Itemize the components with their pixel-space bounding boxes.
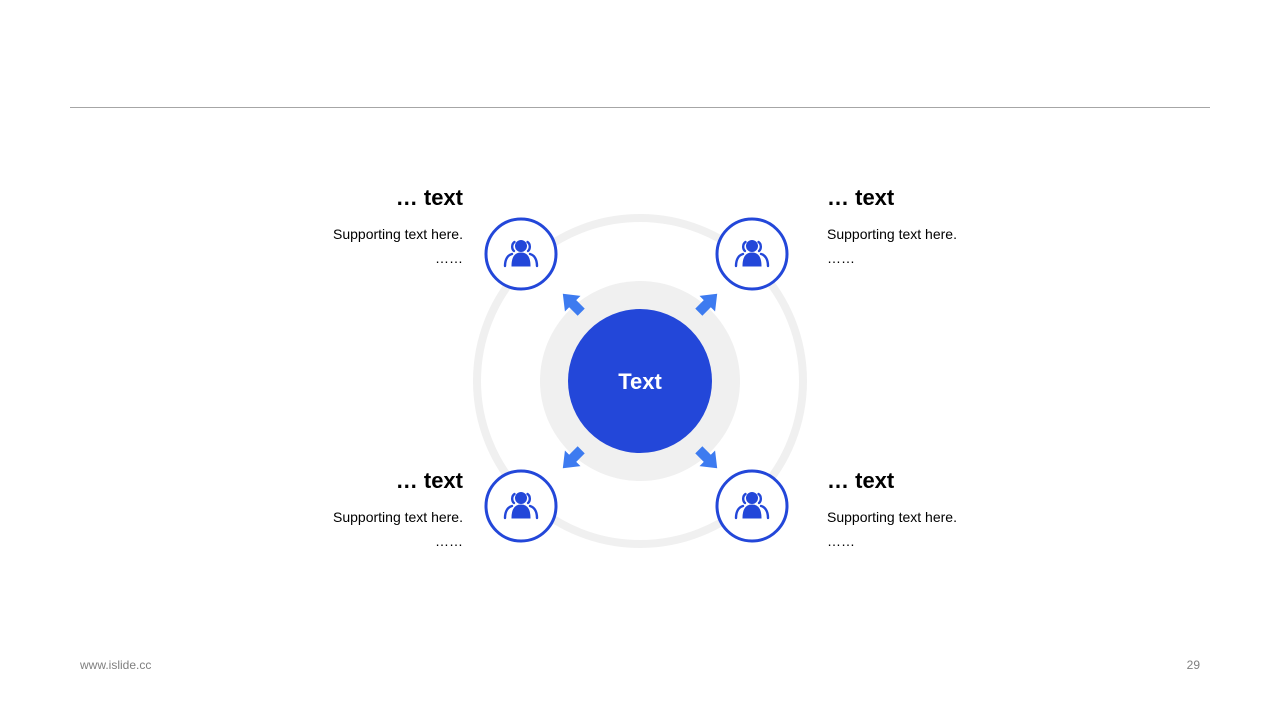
- item-desc-bottom-right: Supporting text here.: [827, 509, 957, 525]
- item-ellipsis-top-left: ……: [435, 250, 463, 266]
- outer-ring: [473, 214, 807, 548]
- center-circle: [568, 309, 712, 453]
- item-title-top-left: … text: [395, 185, 463, 210]
- top-divider: [70, 107, 1210, 108]
- node-top-right: [715, 217, 789, 291]
- center-label: Text: [618, 369, 662, 394]
- page-number: 29: [1186, 658, 1200, 672]
- item-desc-top-right: Supporting text here.: [827, 226, 957, 242]
- node-bottom-right: [715, 469, 789, 543]
- item-desc-bottom-left: Supporting text here.: [333, 509, 463, 525]
- footer-url: www.islide.cc: [80, 658, 152, 672]
- item-title-top-right: … text: [827, 185, 895, 210]
- item-ellipsis-top-right: ……: [827, 250, 855, 266]
- item-title-bottom-right: … text: [827, 468, 895, 493]
- item-ellipsis-bottom-left: ……: [435, 533, 463, 549]
- item-desc-top-left: Supporting text here.: [333, 226, 463, 242]
- node-top-left: [484, 217, 558, 291]
- item-title-bottom-left: … text: [395, 468, 463, 493]
- node-bottom-left: [484, 469, 558, 543]
- item-ellipsis-bottom-right: ……: [827, 533, 855, 549]
